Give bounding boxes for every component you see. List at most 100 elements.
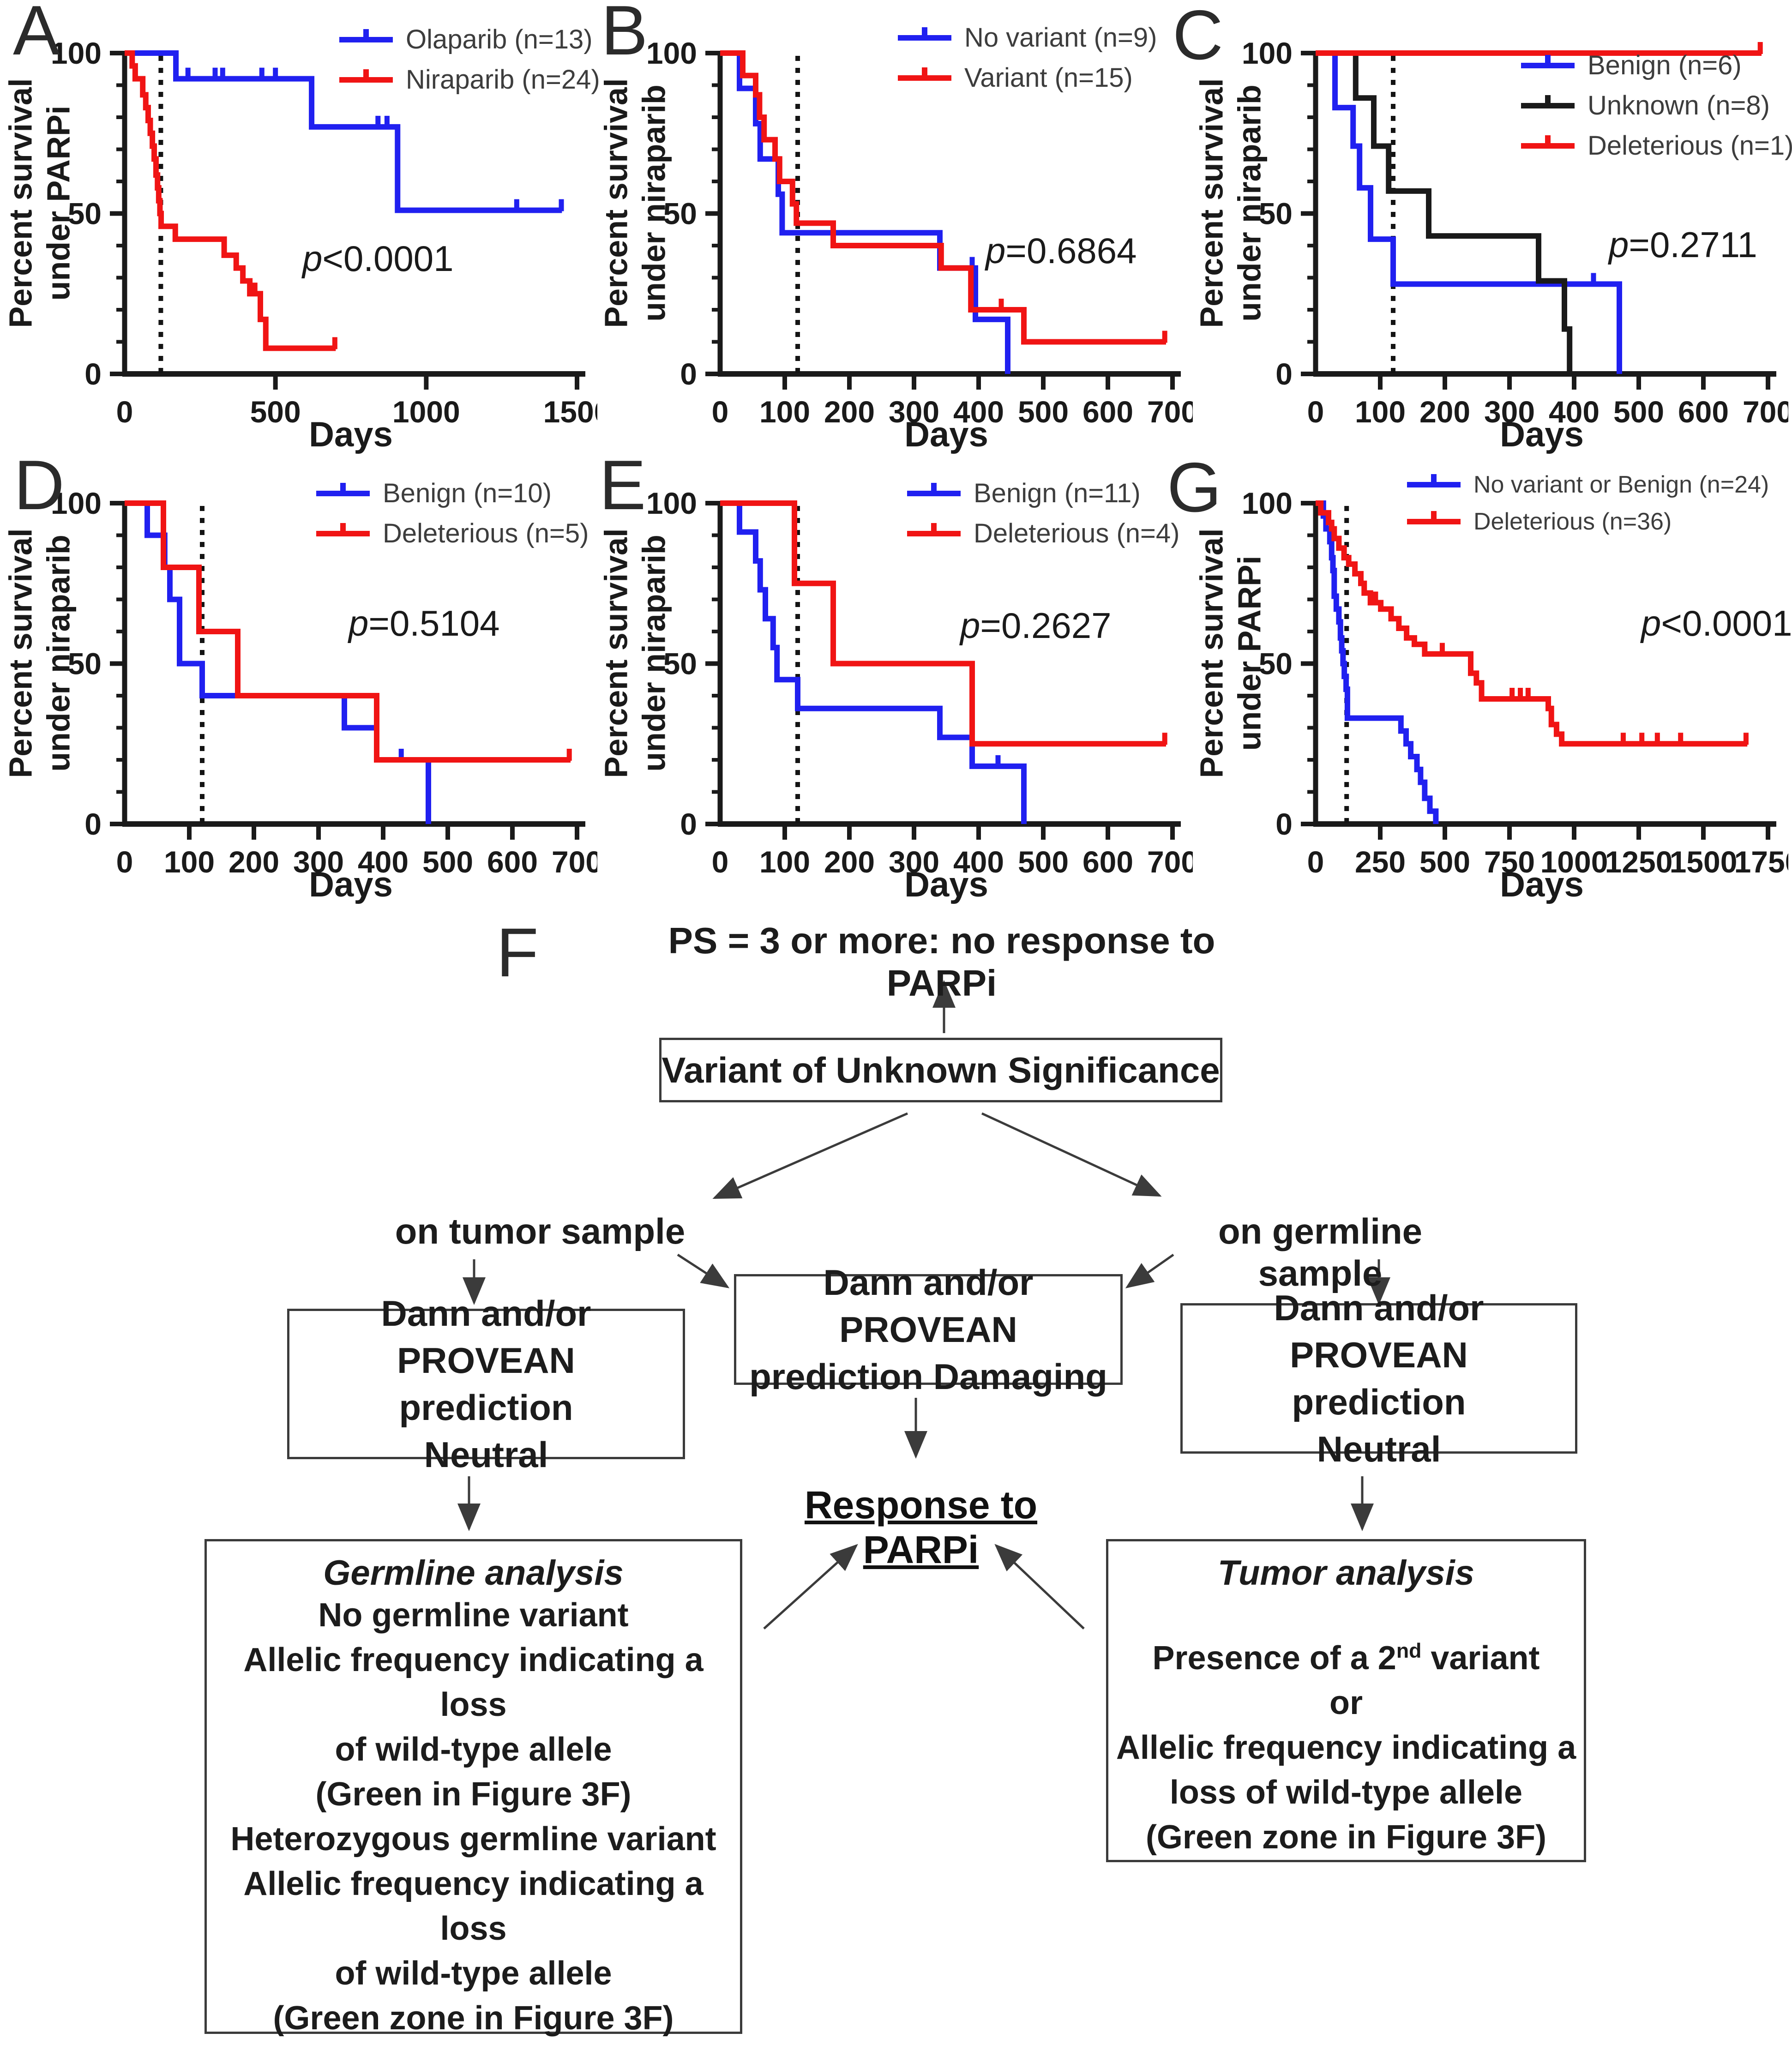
km-curve bbox=[1316, 500, 1748, 747]
legend-item: Variant (n=15) bbox=[898, 62, 1157, 93]
legend-line-sample bbox=[316, 523, 370, 536]
x-tick-label: 600 bbox=[1678, 395, 1729, 429]
legend: No variant (n=9) Variant (n=15) bbox=[898, 22, 1157, 93]
x-tick-label: 500 bbox=[1018, 395, 1069, 429]
y-tick-label: 50 bbox=[663, 647, 697, 681]
x-tick-label: 600 bbox=[487, 845, 538, 879]
legend-label: Niraparib (n=24) bbox=[406, 65, 600, 95]
x-tick-label: 200 bbox=[1419, 395, 1470, 429]
y-tick-label: 0 bbox=[84, 357, 102, 391]
response-to-parpi-label: Response to PARPi bbox=[804, 1483, 1038, 1571]
x-tick-label: 300 bbox=[889, 395, 939, 429]
legend-label: Deleterious (n=5) bbox=[383, 518, 589, 548]
p-value: p=0.2711 bbox=[1609, 224, 1757, 265]
x-tick-label: 200 bbox=[824, 395, 875, 429]
p-value: p=0.6864 bbox=[986, 230, 1137, 271]
km-plot: 050100050010001500 bbox=[51, 36, 597, 429]
p-value: p<0.0001 bbox=[302, 238, 454, 279]
x-tick-label: 750 bbox=[1484, 845, 1535, 879]
legend-item: No variant (n=9) bbox=[898, 22, 1157, 53]
km-curve bbox=[720, 50, 1010, 374]
censor-tick-glyph bbox=[1431, 511, 1437, 524]
arrow-vus-to-tumor-sample bbox=[712, 1112, 908, 1199]
y-tick-label: 0 bbox=[84, 807, 102, 841]
panel-letter: B bbox=[601, 0, 648, 70]
p-value: p=0.5104 bbox=[349, 603, 500, 644]
legend-line-sample bbox=[339, 69, 393, 83]
germline-analysis-box: Germline analysis No germline variant Al… bbox=[204, 1539, 742, 2037]
km-curve bbox=[720, 500, 1027, 824]
legend-line-sample bbox=[898, 27, 951, 41]
legend-line-sample bbox=[339, 29, 393, 42]
legend-label: No variant (n=9) bbox=[964, 23, 1157, 53]
damaging-box: Dann and/or PROVEAN prediction Damaging bbox=[734, 1262, 1123, 1397]
x-tick-label: 300 bbox=[1484, 395, 1535, 429]
km-curve bbox=[1316, 500, 1439, 824]
panel-letter: E bbox=[599, 446, 646, 524]
legend-label: Variant (n=15) bbox=[964, 63, 1133, 93]
panel-letter: G bbox=[1167, 448, 1222, 527]
km-plot: 05010002505007501000125015001750 bbox=[1242, 486, 1788, 879]
legend-line-sample bbox=[898, 67, 951, 81]
x-tick-label: 600 bbox=[1082, 845, 1133, 879]
legend-item: Deleterious (n=5) bbox=[316, 518, 589, 549]
y-tick-label: 0 bbox=[1275, 807, 1293, 841]
ps-rule-heading: PS = 3 or more: no response to PARPi bbox=[668, 920, 1215, 1004]
x-tick-label: 0 bbox=[712, 395, 729, 429]
y-tick-label: 0 bbox=[1275, 357, 1293, 391]
x-tick-label: 500 bbox=[1018, 845, 1069, 879]
y-tick-label: 50 bbox=[663, 197, 697, 231]
x-tick-label: 500 bbox=[422, 845, 473, 879]
km-curve bbox=[1316, 50, 1622, 374]
legend: No variant or Benign (n=24)Deleterious (… bbox=[1407, 471, 1769, 535]
x-tick-label: 700 bbox=[1147, 395, 1193, 429]
x-tick-label: 700 bbox=[1743, 395, 1788, 429]
x-tick-label: 200 bbox=[824, 845, 875, 879]
x-tick-label: 1500 bbox=[1670, 845, 1738, 879]
km-curve bbox=[125, 50, 336, 351]
y-tick-label: 50 bbox=[1259, 647, 1293, 681]
y-tick-label: 100 bbox=[646, 486, 697, 520]
x-tick-label: 400 bbox=[953, 845, 1004, 879]
km-curve bbox=[125, 50, 562, 213]
x-tick-label: 500 bbox=[1613, 395, 1664, 429]
legend-item: Deleterious (n=36) bbox=[1407, 508, 1769, 535]
censor-tick-glyph bbox=[931, 523, 937, 536]
neutral-germline-box: Dann and/or PROVEAN prediction Neutral bbox=[1180, 1287, 1577, 1469]
arrow-vus-to-germline-sample bbox=[981, 1112, 1162, 1197]
x-axis-title: Days bbox=[904, 865, 988, 904]
x-tick-label: 700 bbox=[552, 845, 597, 879]
censor-tick-glyph bbox=[922, 67, 927, 81]
legend-label: Benign (n=6) bbox=[1588, 50, 1742, 80]
x-tick-label: 1750 bbox=[1734, 845, 1788, 879]
x-tick-label: 500 bbox=[1419, 845, 1470, 879]
legend: Olaparib (n=13)Niraparib (n=24) bbox=[339, 24, 600, 95]
y-tick-label: 0 bbox=[680, 807, 697, 841]
x-tick-label: 250 bbox=[1355, 845, 1406, 879]
arrow-germline-sample-to-damaging bbox=[1125, 1253, 1174, 1288]
censor-tick-glyph bbox=[1545, 54, 1551, 68]
x-tick-label: 400 bbox=[1549, 395, 1600, 429]
panel-letter: C bbox=[1173, 0, 1223, 74]
y-tick-label: 50 bbox=[68, 647, 102, 681]
x-tick-label: 0 bbox=[116, 845, 133, 879]
y-tick-label: 0 bbox=[680, 357, 697, 391]
legend-line-sample bbox=[907, 523, 961, 536]
flowchart-panel-F: F PS = 3 or more: no response to PARPi V… bbox=[0, 900, 1792, 2051]
vus-box: Variant of Unknown Significance bbox=[659, 1038, 1222, 1102]
legend-item: Benign (n=6) bbox=[1521, 50, 1792, 81]
arrow-tumor-sample-to-damaging bbox=[677, 1253, 730, 1288]
legend-line-sample bbox=[1521, 95, 1575, 108]
x-tick-label: 400 bbox=[953, 395, 1004, 429]
panel-letter: A bbox=[13, 0, 60, 70]
km-curve bbox=[720, 50, 1166, 345]
panel-letter: F bbox=[496, 914, 539, 991]
